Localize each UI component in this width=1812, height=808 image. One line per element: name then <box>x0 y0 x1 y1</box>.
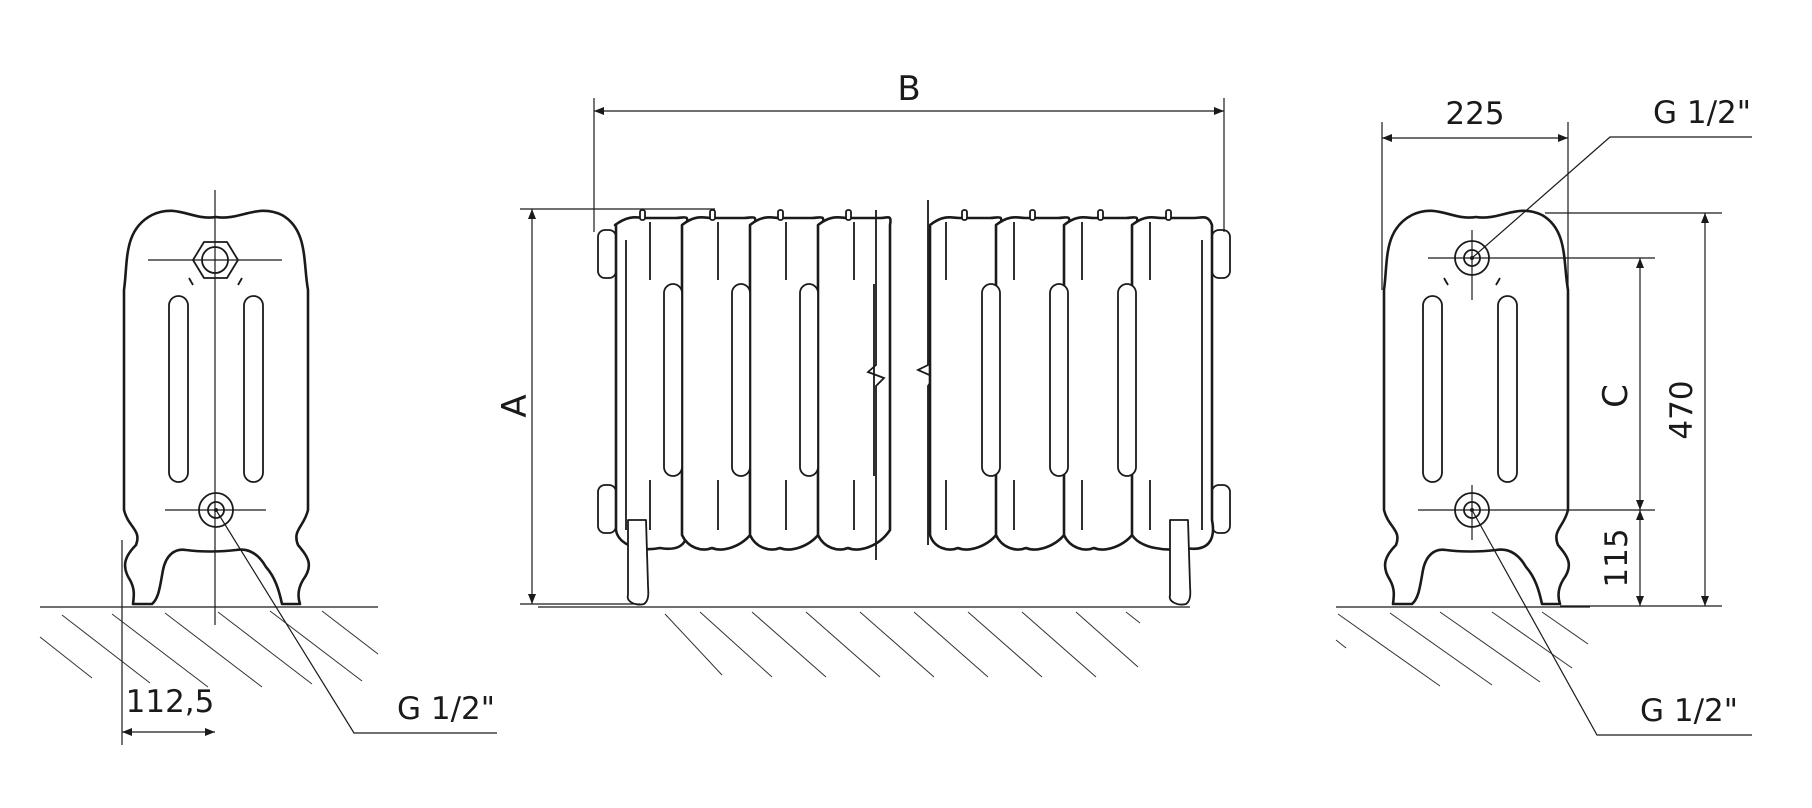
front-break-line-left <box>866 210 886 560</box>
right-bottom-thread-label: G 1/2" <box>1640 693 1738 729</box>
left-thread-label: G 1/2" <box>397 691 495 727</box>
right-top-thread-label: G 1/2" <box>1653 95 1751 131</box>
dim-half-depth-label: 112,5 <box>126 684 215 720</box>
right-slot-1 <box>1422 295 1443 483</box>
left-floor-hatch <box>39 610 379 688</box>
left-thread-leader <box>215 509 497 734</box>
front-break-line-right <box>915 200 936 545</box>
right-slot-2 <box>1497 295 1518 483</box>
dim-axis-distance-label: C <box>1596 384 1636 408</box>
right-floor-hatch <box>1335 611 1589 687</box>
left-slot-2 <box>243 295 264 483</box>
front-left-top-cap <box>597 229 617 279</box>
dim-height-overall-label: A <box>495 394 535 417</box>
right-side-view: 225 C 115 470 G 1/2" G 1/2" <box>1335 95 1752 736</box>
dim-bottom-connection-label: 115 <box>1599 528 1635 587</box>
right-top-thread-leader <box>1471 136 1752 259</box>
front-view: B A <box>495 69 1231 678</box>
dim-width-label: B <box>897 69 920 109</box>
front-right-bottom-cap <box>1211 484 1231 534</box>
front-floor-hatch <box>664 611 1141 678</box>
dim-depth-label: 225 <box>1445 96 1504 132</box>
dim-height-label: 470 <box>1664 380 1700 439</box>
front-right-top-cap <box>1211 229 1231 279</box>
front-left-foot <box>626 519 650 606</box>
left-side-view: 112,5 G 1/2" <box>39 190 497 745</box>
front-sections-left <box>613 209 892 551</box>
right-bottom-thread-leader <box>1471 509 1752 736</box>
left-slot-1 <box>168 295 189 483</box>
front-left-bottom-cap <box>597 484 617 534</box>
front-right-foot <box>1168 519 1192 606</box>
front-sections-right <box>928 209 1215 551</box>
